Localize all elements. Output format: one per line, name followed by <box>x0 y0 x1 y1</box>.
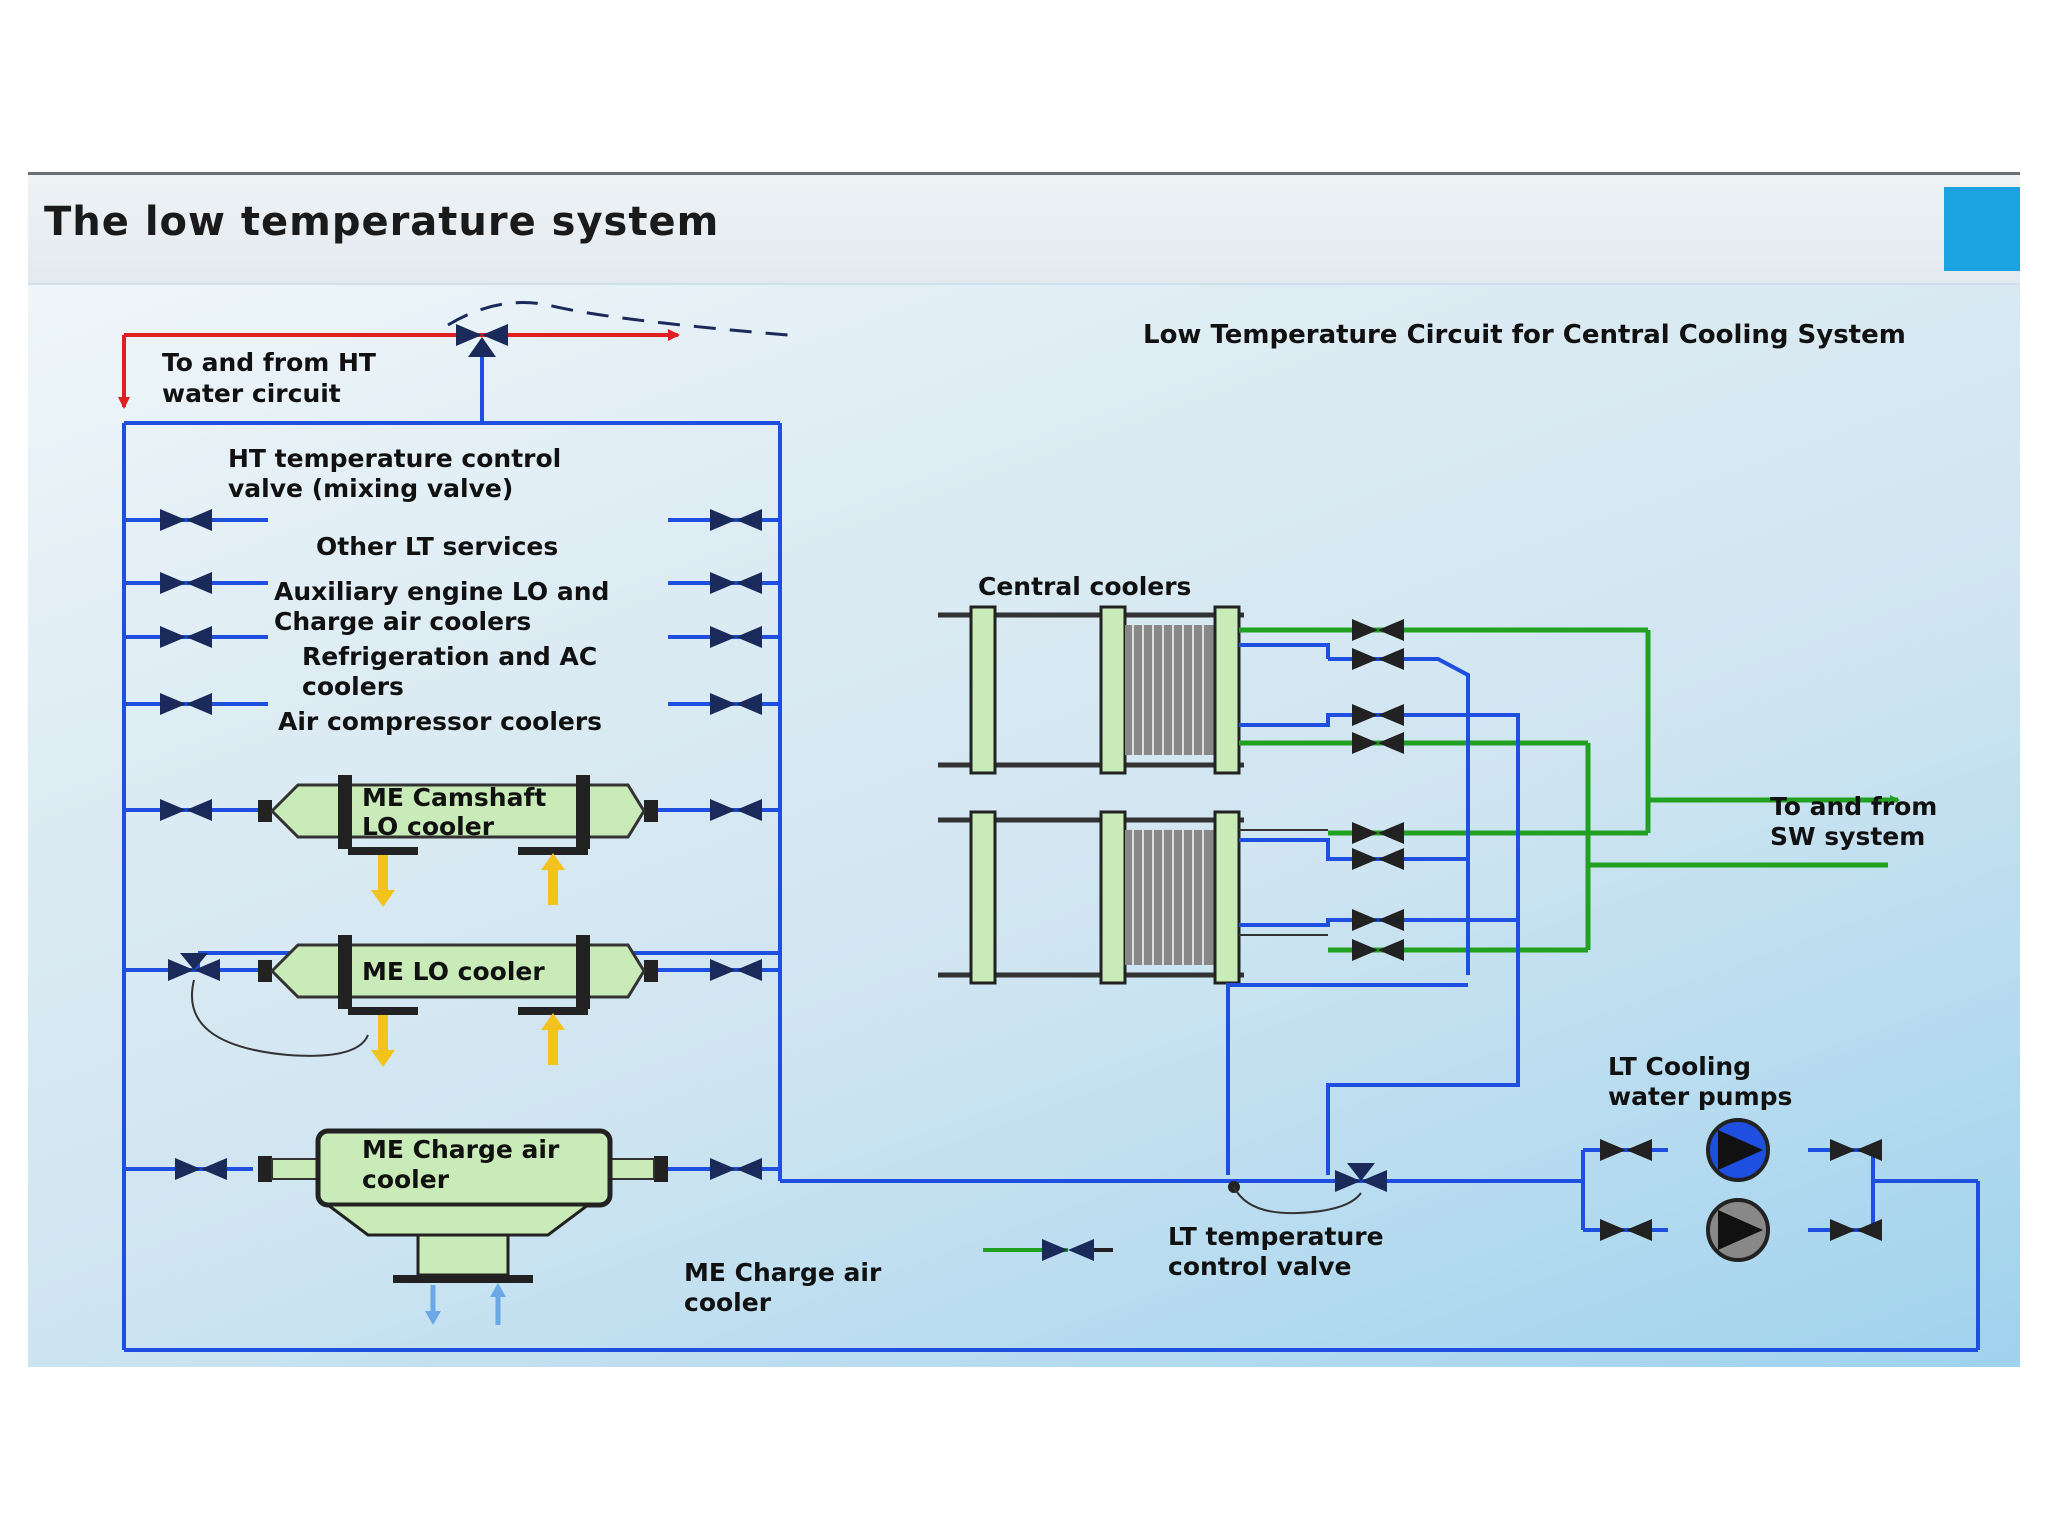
other-lt-services-label: Other LT services <box>316 532 558 561</box>
cooler-lt-lines <box>1226 643 1520 1175</box>
refrigeration-label-line2: coolers <box>302 672 404 701</box>
me-camshaft-lo-cooler <box>258 775 658 907</box>
cooler-valves <box>1352 619 1404 961</box>
camshaft-label-line2: LO cooler <box>362 812 495 841</box>
central-coolers-label: Central coolers <box>978 572 1191 601</box>
charge-air-box-label-line1: ME Charge air <box>362 1135 560 1164</box>
ht-circuit-label-line1: To and from HT <box>162 348 376 377</box>
lt-pump-lines <box>1528 1148 1875 1232</box>
central-cooler-1 <box>938 605 1244 775</box>
refrigeration-label-line1: Refrigeration and AC <box>302 642 597 671</box>
sw-system-label-line1: To and from <box>1770 792 1937 821</box>
sw-lines <box>1239 627 1888 953</box>
slide-title: The low temperature system <box>44 199 720 245</box>
me-lo-three-way-valve-icon <box>168 953 369 1057</box>
corner-badge <box>1944 187 2020 271</box>
lt-temperature-control-valve-icon <box>1228 1163 1387 1215</box>
legend-valve-icon <box>983 1239 1113 1261</box>
lt-pump-2-icon <box>1706 1198 1770 1262</box>
aux-engine-label-line2: Charge air coolers <box>274 607 531 636</box>
slide: The low temperature system <box>28 172 2020 1367</box>
central-cooler-2 <box>938 810 1244 985</box>
charge-air-box-label-line2: cooler <box>362 1165 450 1194</box>
lt-pumps-label-line1: LT Cooling <box>1608 1052 1751 1081</box>
me-lo-cooler <box>258 935 658 1067</box>
slide-title-bar: The low temperature system <box>28 175 2020 285</box>
camshaft-label-line1: ME Camshaft <box>362 783 546 812</box>
ht-mixing-valve-icon <box>456 324 508 423</box>
lt-pump-1-icon <box>1706 1118 1770 1182</box>
charge-air-legend-line2: cooler <box>684 1288 772 1317</box>
sw-system-label-line2: SW system <box>1770 822 1925 851</box>
charge-air-legend-line1: ME Charge air <box>684 1258 882 1287</box>
ht-valve-label-line2: valve (mixing valve) <box>228 474 513 503</box>
lt-valve-label-line2: control valve <box>1168 1252 1352 1281</box>
ht-valve-label-line1: HT temperature control <box>228 444 561 473</box>
aux-engine-label-line1: Auxiliary engine LO and <box>274 577 609 606</box>
lt-pumps-label-line2: water pumps <box>1608 1082 1792 1111</box>
ht-circuit-label-line2: water circuit <box>162 379 341 408</box>
air-compressor-label: Air compressor coolers <box>278 707 602 736</box>
me-charge-air-cooler <box>258 1128 668 1325</box>
ht-circuit-lines <box>118 301 789 409</box>
me-lo-cooler-label: ME LO cooler <box>362 957 545 986</box>
diagram-title: Low Temperature Circuit for Central Cool… <box>1143 320 1906 350</box>
lt-valve-label-line1: LT temperature <box>1168 1222 1384 1251</box>
lt-circuit-diagram: Low Temperature Circuit for Central Cool… <box>118 301 1980 1352</box>
